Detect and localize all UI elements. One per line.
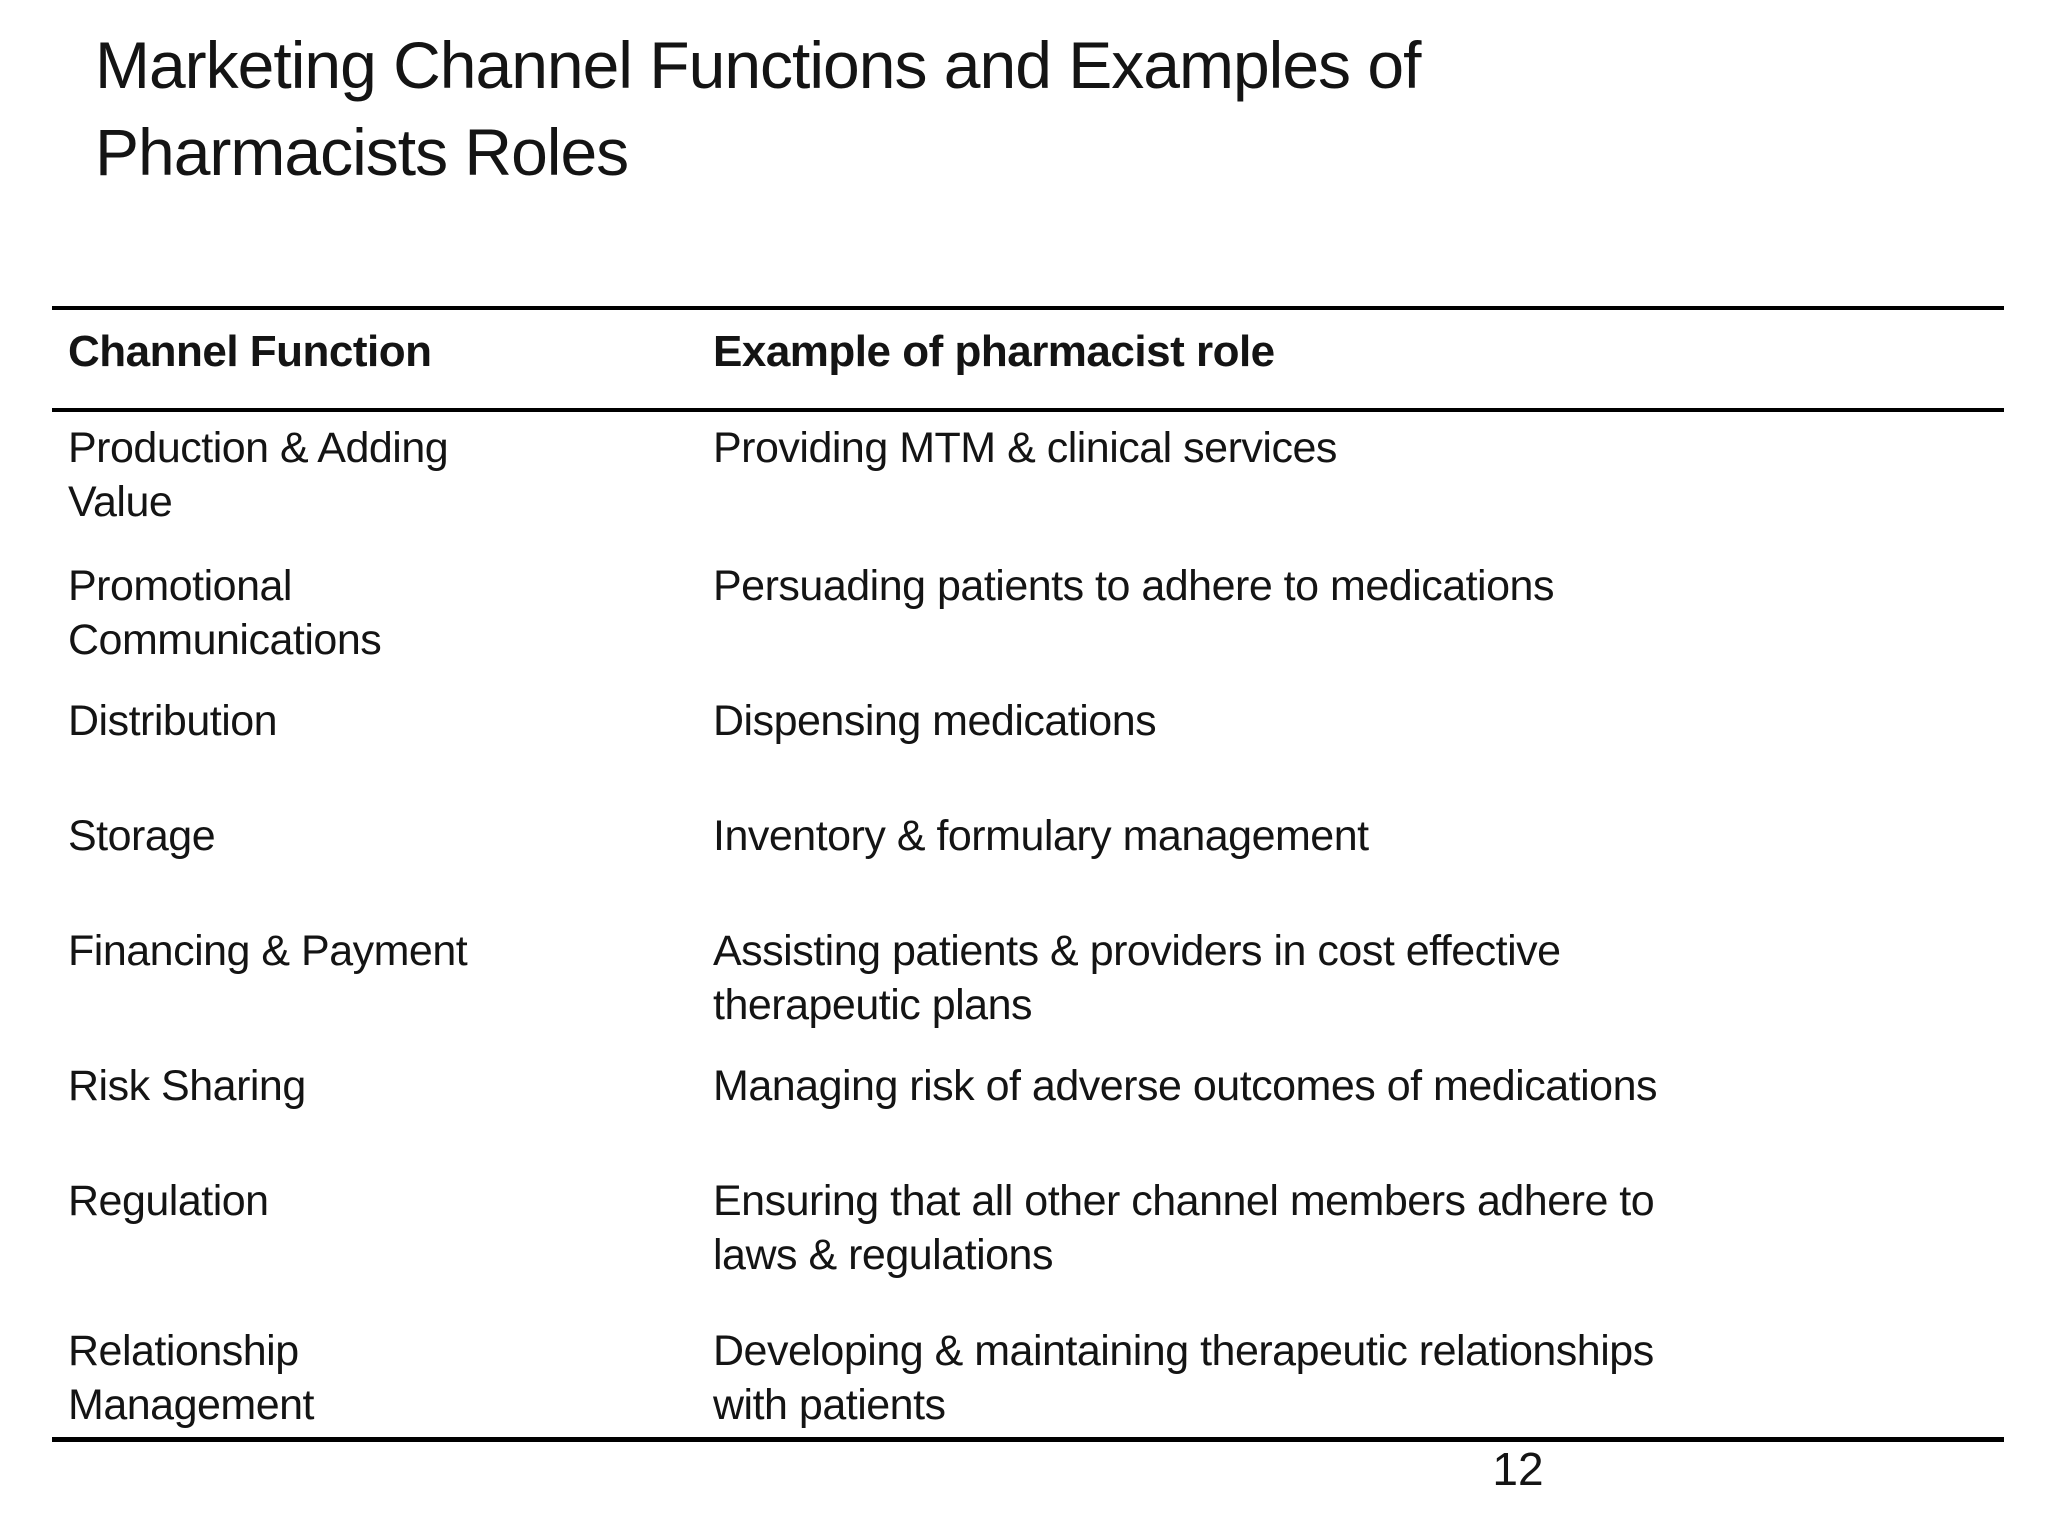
pharmacist-role-cell: Ensuring that all other channel members … [713, 1177, 1655, 1279]
channel-functions-table: Channel Function Example of pharmacist r… [52, 306, 2004, 1442]
table-row: Relationship Management Developing & mai… [52, 1315, 2004, 1439]
table-row: Regulation Ensuring that all other chann… [52, 1165, 2004, 1315]
table-row: Financing & Payment Assisting patients &… [52, 915, 2004, 1050]
channel-function-cell: Promotional Communications [68, 562, 382, 664]
channel-function-cell: Storage [68, 812, 216, 860]
table-row: Storage Inventory & formulary management [52, 800, 2004, 915]
channel-function-cell: Risk Sharing [68, 1062, 306, 1110]
channel-function-cell: Financing & Payment [68, 927, 468, 975]
pharmacist-role-cell: Inventory & formulary management [713, 812, 1369, 860]
page-number: 12 [1492, 1443, 1544, 1495]
column-header-pharmacist-role-example: Example of pharmacist role [697, 308, 2004, 412]
pharmacist-role-cell: Persuading patients to adhere to medicat… [713, 562, 1554, 610]
slide-title: Marketing Channel Functions and Examples… [95, 28, 1421, 190]
channel-function-cell: Relationship Management [68, 1327, 315, 1429]
pharmacist-role-cell: Assisting patients & providers in cost e… [713, 927, 1561, 1029]
table-row: Distribution Dispensing medications [52, 685, 2004, 800]
column-header-channel-function: Channel Function [52, 308, 697, 412]
channel-function-cell: Regulation [68, 1177, 269, 1225]
table-header-row: Channel Function Example of pharmacist r… [52, 308, 2004, 412]
channel-function-cell: Distribution [68, 697, 278, 745]
pharmacist-role-cell: Providing MTM & clinical services [713, 424, 1337, 472]
table-row: Risk Sharing Managing risk of adverse ou… [52, 1050, 2004, 1165]
table-row: Production & Adding Value Providing MTM … [52, 410, 2004, 550]
pharmacist-role-cell: Dispensing medications [713, 697, 1157, 745]
pharmacist-role-cell: Developing & maintaining therapeutic rel… [713, 1327, 1654, 1429]
pharmacist-role-cell: Managing risk of adverse outcomes of med… [713, 1062, 1657, 1110]
channel-function-cell: Production & Adding Value [68, 424, 449, 526]
table-row: Promotional Communications Persuading pa… [52, 550, 2004, 685]
